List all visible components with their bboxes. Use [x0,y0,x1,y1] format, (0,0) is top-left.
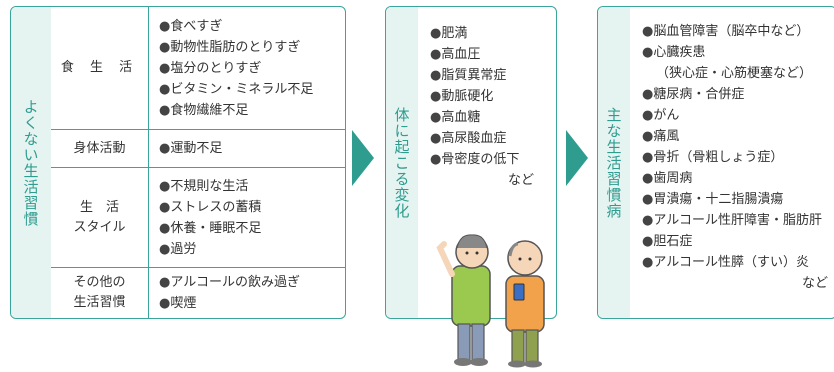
category-lifestyle: 生 活 スタイル [51,168,149,267]
body-change-panel: 体に起こる変化 肥満 高血圧 脂質異常症 動脈硬化 高血糖 高尿酸血症 骨密度の… [385,6,557,319]
list-item: 休養・睡眠不足 [159,218,261,239]
list-item-sub: （狭心症・心筋梗塞など） [656,66,813,81]
list-item: 痛風 [642,126,828,147]
list-item: 糖尿病・合併症 [642,84,828,105]
list-item: 不規則な生活 [159,176,261,197]
etc-label: など [802,276,829,291]
arrow-right-icon [566,130,588,186]
list-item: ビタミン・ミネラル不足 [159,79,313,100]
row-activity: 身体活動 運動不足 [51,129,345,167]
man-with-phone-icon [505,240,545,368]
list-item: 骨密度の低下 [430,149,534,170]
diseases-panel: 主な生活習慣病 脳血管障害（脳卒中など） 心臓疾患 （狭心症・心筋梗塞など） 糖… [597,6,834,319]
category-other: その他の 生活習慣 [51,268,149,318]
list-item: 高血圧 [430,44,534,65]
list-item: 高尿酸血症 [430,128,534,149]
list-item: 塩分のとりすぎ [159,58,313,79]
list-item: 動脈硬化 [430,86,534,107]
list-item: 歯周病 [642,168,828,189]
row-diet: 食 生 活 食べすぎ 動物性脂肪のとりすぎ 塩分のとりすぎ ビタミン・ミネラル不… [51,7,345,129]
list-item: アルコール性肝障害・脂肪肝 [642,210,828,231]
row-lifestyle: 生 活 スタイル 不規則な生活 ストレスの蓄積 休養・睡眠不足 過労 [51,167,345,267]
lifestyle-heading: よくない生活習慣 [11,7,51,318]
list-item: アルコール性膵（すい）炎 [642,252,828,273]
list-item: 運動不足 [159,138,222,159]
lifestyle-panel: よくない生活習慣 食 生 活 食べすぎ 動物性脂肪のとりすぎ 塩分のとりすぎ ビ… [10,6,346,319]
list-item: ストレスの蓄積 [159,197,261,218]
arrow-right-icon [352,130,374,186]
list-item: 高血糖 [430,107,534,128]
list-item: 心臓疾患 [642,42,828,63]
list-item: 胃潰瘍・十二指腸潰瘍 [642,189,828,210]
list-item: 食物繊維不足 [159,100,313,121]
list-item: 動物性脂肪のとりすぎ [159,37,313,58]
category-activity: 身体活動 [51,130,149,167]
list-item: 骨折（骨粗しょう症） [642,147,828,168]
list-item: 過労 [159,239,261,260]
list-item: 脳血管障害（脳卒中など） [642,21,828,42]
list-item: 胆石症 [642,231,828,252]
list-item: 食べすぎ [159,16,313,37]
list-item: アルコールの飲み過ぎ [159,272,300,293]
elderly-men-illustration [436,234,545,368]
body-change-heading: 体に起こる変化 [386,7,418,318]
diseases-heading: 主な生活習慣病 [598,7,630,318]
etc-label: など [508,173,535,188]
man-pointing-icon [436,234,491,366]
list-item: 脂質異常症 [430,65,534,86]
list-item: 肥満 [430,23,534,44]
row-other: その他の 生活習慣 アルコールの飲み過ぎ 喫煙 [51,267,345,318]
list-item: 喫煙 [159,293,300,314]
category-diet: 食 生 活 [51,7,149,129]
list-item: がん [642,105,828,126]
